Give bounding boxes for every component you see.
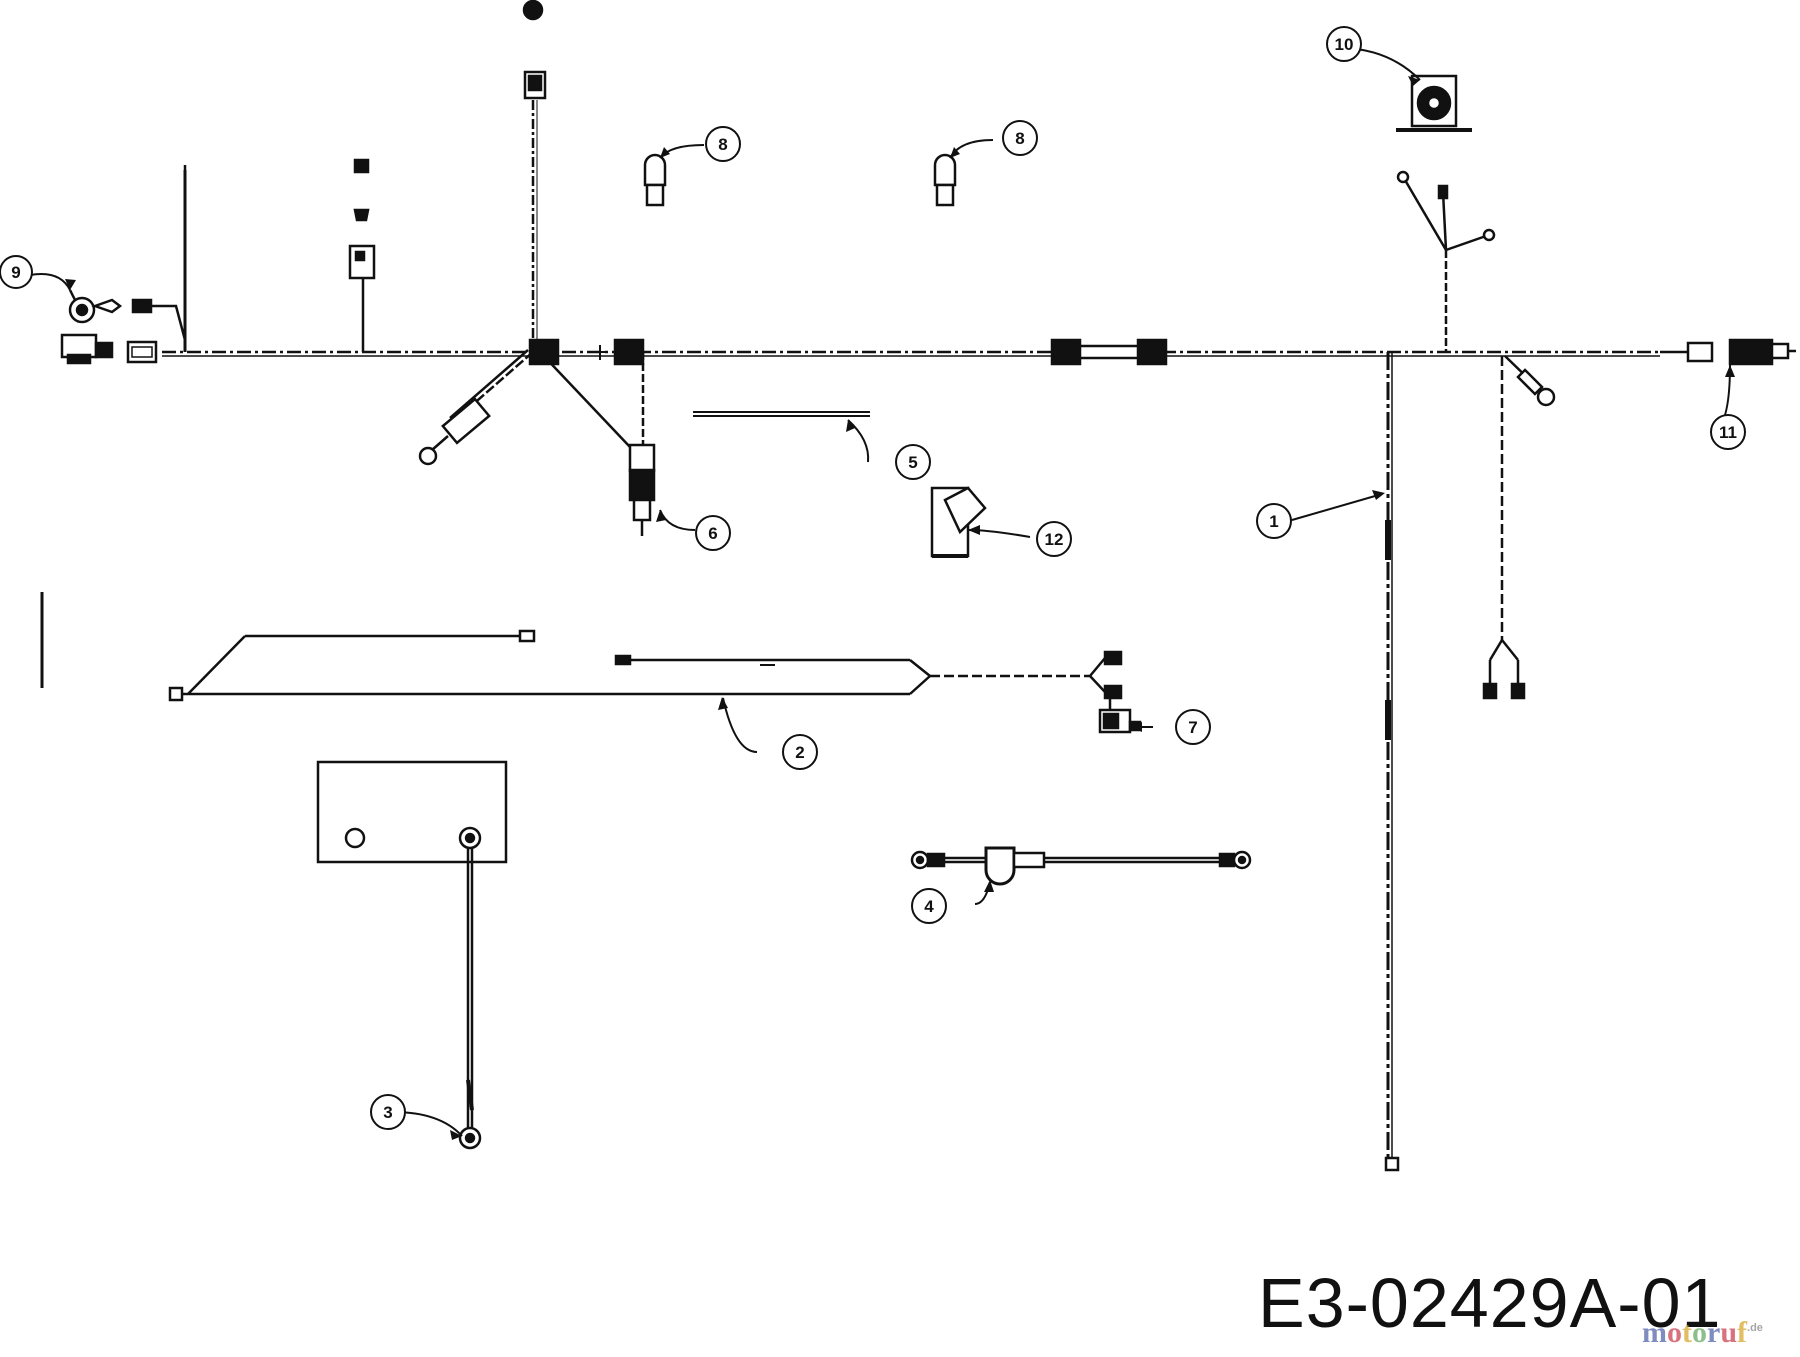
ring-terminal-right xyxy=(1516,368,1556,407)
hour-meter xyxy=(1396,74,1472,132)
svg-text:8: 8 xyxy=(1015,129,1024,148)
watermark-letter: m xyxy=(1642,1316,1667,1349)
watermark-letter: t xyxy=(1682,1316,1692,1349)
callout-3: 3 xyxy=(370,1094,406,1130)
drop-end-terminal xyxy=(1384,520,1400,1172)
callout-2: 2 xyxy=(782,734,818,770)
callout-6: 6 xyxy=(695,515,731,551)
watermark-suffix: .de xyxy=(1747,1322,1763,1334)
battery-cable xyxy=(458,848,482,1150)
callout-10: 10 xyxy=(1326,26,1362,62)
svg-text:10: 10 xyxy=(1335,35,1354,54)
end-connector xyxy=(1728,338,1796,366)
callout-11: 11 xyxy=(1710,414,1746,450)
top-connector xyxy=(522,0,547,100)
callout-1: 1 xyxy=(1256,503,1292,539)
watermark-letter: o xyxy=(1692,1316,1707,1349)
leader-arrowheads xyxy=(65,76,1735,1140)
watermark-letter: r xyxy=(1707,1316,1721,1349)
svg-text:7: 7 xyxy=(1188,718,1197,737)
callout-8b: 8 xyxy=(1002,120,1038,156)
ignition-switch-with-key xyxy=(60,289,187,365)
relay-connector xyxy=(628,443,656,536)
sub-harness xyxy=(168,629,1123,702)
trunk-connectors xyxy=(126,338,1714,366)
watermark-logo: motoruf.de xyxy=(1642,1318,1763,1348)
callout-8a: 8 xyxy=(705,126,741,162)
dual-plugs xyxy=(1482,682,1526,700)
light-bulb-left xyxy=(643,153,667,207)
watermark-letter: o xyxy=(1667,1316,1682,1349)
harness-branch-switch xyxy=(348,158,376,280)
main-harness-trunk xyxy=(162,100,1660,1158)
harness-clip xyxy=(930,486,987,558)
callout-12: 12 xyxy=(1036,521,1072,557)
svg-text:12: 12 xyxy=(1045,530,1064,549)
drawing-code: E3-02429A-01 xyxy=(1258,1264,1722,1342)
battery-box xyxy=(316,760,508,864)
watermark-letter: f xyxy=(1737,1316,1748,1349)
svg-text:3: 3 xyxy=(383,1103,392,1122)
svg-text:5: 5 xyxy=(908,453,917,472)
svg-text:6: 6 xyxy=(708,524,717,543)
callout-9: 9 xyxy=(0,255,33,289)
light-bulb-right xyxy=(933,153,957,207)
svg-text:9: 9 xyxy=(11,263,20,282)
svg-text:2: 2 xyxy=(795,743,804,762)
svg-text:1: 1 xyxy=(1269,512,1278,531)
svg-text:4: 4 xyxy=(924,897,934,916)
positive-cable-with-boot xyxy=(910,846,1252,886)
svg-text:8: 8 xyxy=(718,135,727,154)
callout-5: 5 xyxy=(895,444,931,480)
inline-fuse-holder xyxy=(418,397,491,466)
svg-text:11: 11 xyxy=(1719,423,1737,442)
watermark-letter: u xyxy=(1720,1316,1738,1349)
upper-right-terminals xyxy=(1396,170,1496,242)
callouts: 1 2 3 4 5 6 7 8 xyxy=(0,26,1746,1130)
leader-lines xyxy=(29,47,1731,1137)
callout-4: 4 xyxy=(911,888,947,924)
callout-7: 7 xyxy=(1175,709,1211,745)
